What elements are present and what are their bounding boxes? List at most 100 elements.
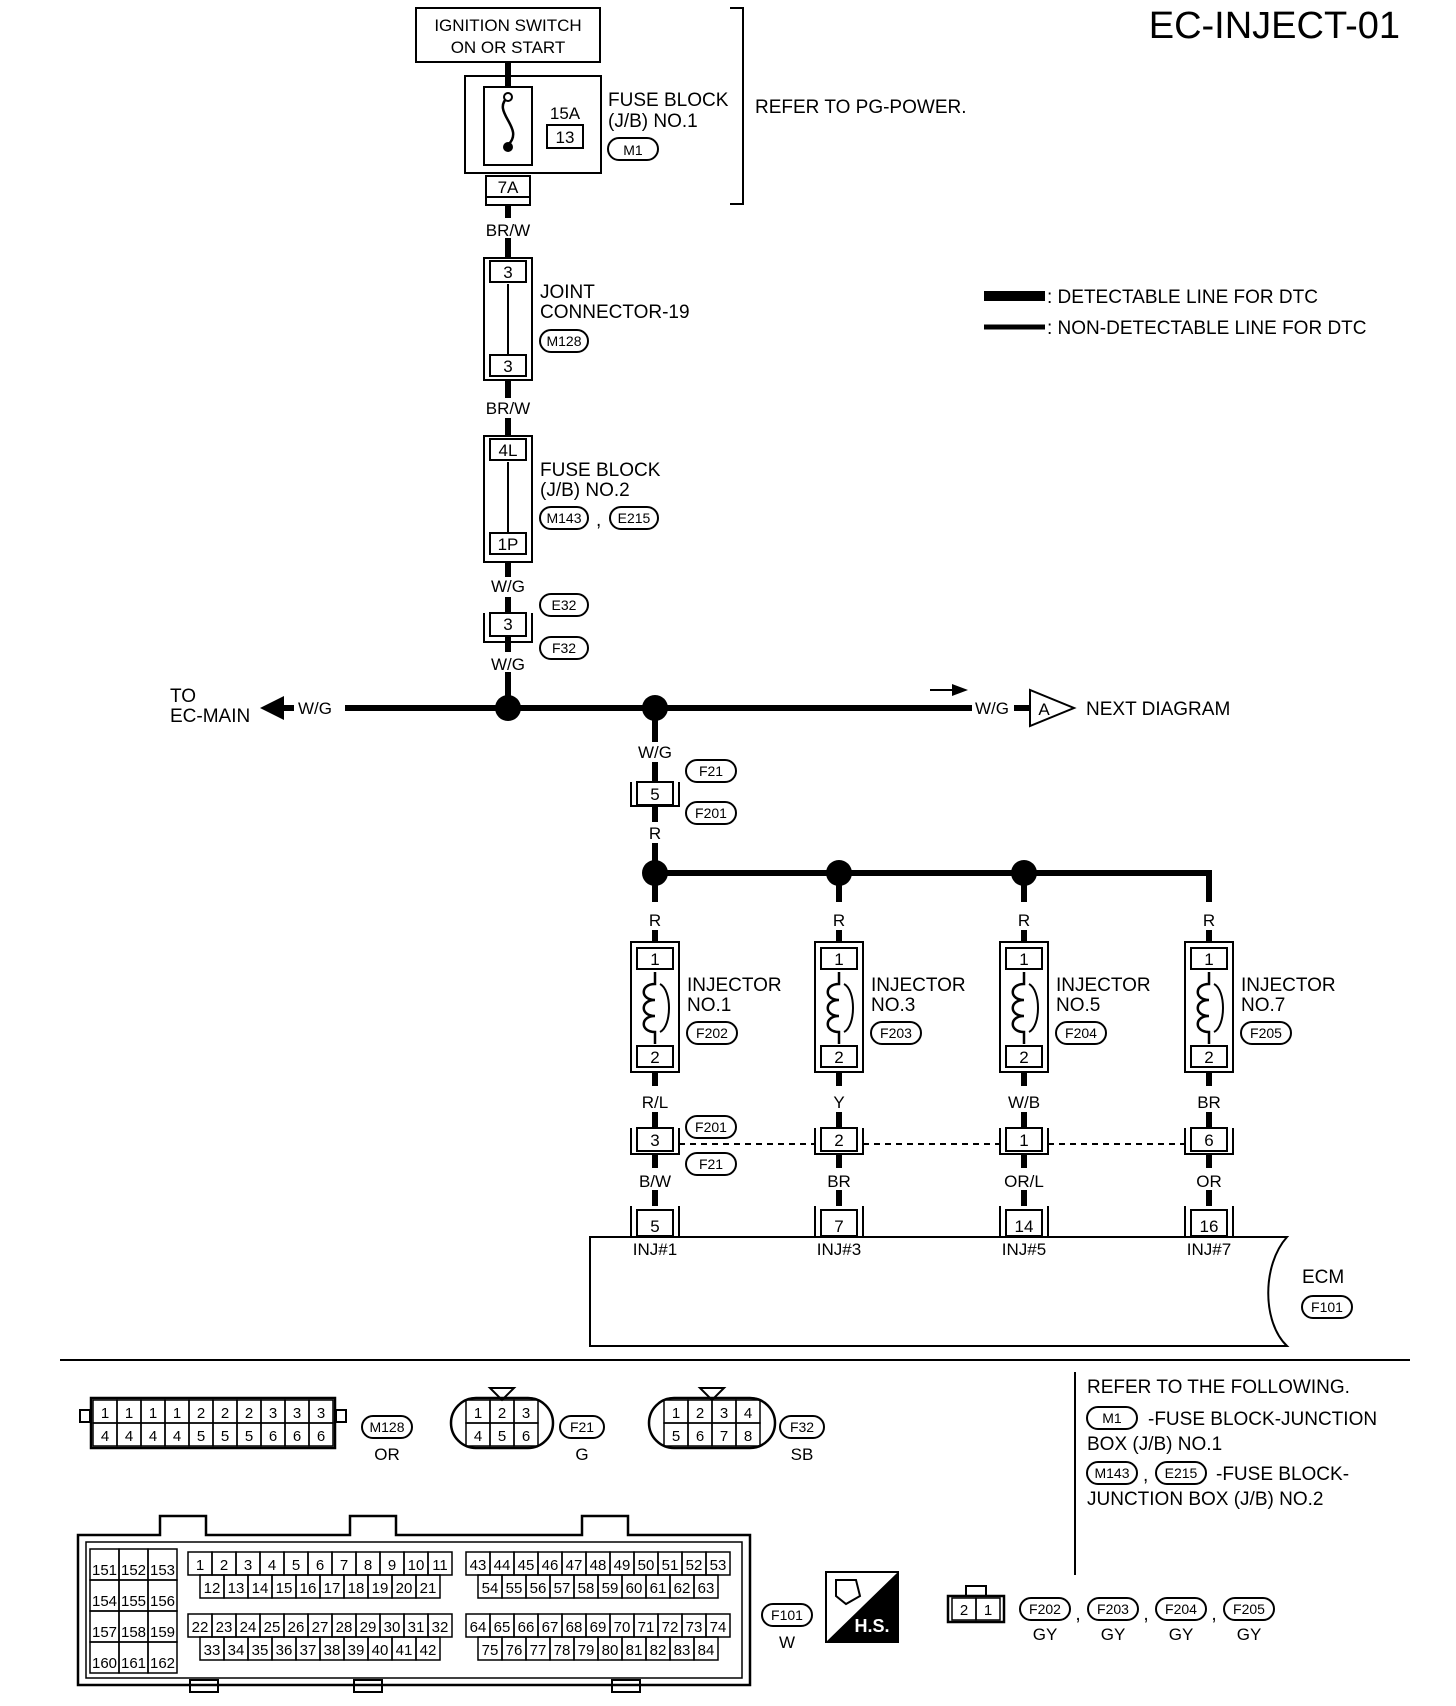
fuse-icon bbox=[501, 96, 515, 146]
f101-block-pin: 20 bbox=[396, 1580, 413, 1597]
inj-conn-tag-outline bbox=[1019, 1597, 1071, 1621]
f101-left-pin: 159 bbox=[150, 1624, 175, 1641]
inj-conn-tag-outline bbox=[1223, 1597, 1275, 1621]
f101-block-cell bbox=[415, 1574, 441, 1599]
f101-block-pin: 9 bbox=[388, 1557, 396, 1574]
f101-block-pin: 67 bbox=[542, 1619, 559, 1636]
fuse-terminal: 7A bbox=[498, 178, 519, 197]
wire-r-main: R bbox=[649, 824, 661, 843]
flow-arrow-icon bbox=[952, 684, 968, 696]
inj-conn-tag: F203 bbox=[1097, 1601, 1129, 1617]
fuse-block-2-connector-a: M143 bbox=[546, 510, 581, 526]
injector-label-2: NO.7 bbox=[1241, 995, 1285, 1016]
refer-m143-text-2: JUNCTION BOX (J/B) NO.2 bbox=[1087, 1489, 1323, 1510]
f101-tag: F101 bbox=[771, 1607, 803, 1623]
next-diagram-wire: W/G bbox=[975, 699, 1009, 718]
f101-block-pin: 36 bbox=[276, 1642, 293, 1659]
f21-pin: 5 bbox=[498, 1428, 506, 1445]
f101-block-pin: 22 bbox=[192, 1619, 209, 1636]
refer-following: REFER TO THE FOLLOWING. M1 -FUSE BLOCK-J… bbox=[1086, 1377, 1377, 1510]
f101-block-pin: 4 bbox=[268, 1557, 276, 1574]
f101-block-pin: 26 bbox=[288, 1619, 305, 1636]
f101-color: W bbox=[779, 1633, 795, 1652]
f21-cell bbox=[513, 1422, 539, 1447]
injector-connector: F204 bbox=[1065, 1025, 1097, 1041]
coil-icon bbox=[1011, 972, 1026, 1044]
f101-block-pin: 5 bbox=[292, 1557, 300, 1574]
fuse-block-1-label-1: FUSE BLOCK bbox=[608, 90, 729, 111]
e32-f32-terminal: 3 bbox=[503, 615, 512, 634]
f101-block-pin: 46 bbox=[542, 1557, 559, 1574]
injector-wire-ecm: OR/L bbox=[1004, 1172, 1044, 1191]
injector-label-1: INJECTOR bbox=[871, 975, 966, 996]
inj-conn-tag-outline bbox=[1155, 1597, 1207, 1621]
injector-connector: F202 bbox=[696, 1025, 728, 1041]
f101-block-pin: 21 bbox=[420, 1580, 437, 1597]
joint-label-1: JOINT bbox=[540, 282, 595, 303]
injector-wire-ecm: B/W bbox=[639, 1172, 671, 1191]
injector-pin-2: 2 bbox=[650, 1048, 659, 1067]
fuse-block-2-comma: , bbox=[596, 510, 601, 531]
ecm-box: ECM F101 bbox=[589, 1236, 1353, 1347]
injector-wire-ecm: BR bbox=[827, 1172, 851, 1191]
fuse-amperage: 15A bbox=[550, 104, 581, 123]
f101-body bbox=[76, 1514, 752, 1687]
f101-left-pin: 156 bbox=[150, 1593, 175, 1610]
ecm-terminal: 14 bbox=[1015, 1217, 1034, 1236]
f101-block-pin: 65 bbox=[494, 1619, 511, 1636]
f101-block-pin: 42 bbox=[420, 1642, 437, 1659]
connector-f21-f201: 5 F21 F201 R bbox=[630, 759, 737, 873]
f32-pin: 4 bbox=[744, 1405, 752, 1422]
f101-block-pin: 25 bbox=[264, 1619, 281, 1636]
f32-pin: 6 bbox=[696, 1428, 704, 1445]
f101-block-pin: 57 bbox=[554, 1580, 571, 1597]
injector-label-2: NO.1 bbox=[687, 995, 731, 1016]
f32-key-icon bbox=[697, 1387, 727, 1402]
injector-mid-terminal: 6 bbox=[1204, 1131, 1213, 1150]
connector-e32-f32: 3 E32 F32 bbox=[483, 593, 589, 660]
f101-block-pin: 73 bbox=[686, 1619, 703, 1636]
ecm-terminal: 7 bbox=[834, 1217, 843, 1236]
injector: R 1 2 INJECTOR NO.1 F202 R/L 3 B/W 5 bbox=[630, 873, 782, 1259]
inj-conn-tag: F202 bbox=[1029, 1601, 1061, 1617]
f101-block-pin: 83 bbox=[674, 1642, 691, 1659]
f101-left-pin: 154 bbox=[92, 1593, 117, 1610]
f101-block-pin: 48 bbox=[590, 1557, 607, 1574]
f101-block-pin: 72 bbox=[662, 1619, 679, 1636]
mid-connector-link: F201 F21 bbox=[679, 1115, 1185, 1176]
f101-block-pin: 24 bbox=[240, 1619, 257, 1636]
f32-pin: 2 bbox=[696, 1405, 704, 1422]
to-ec-main-1: TO bbox=[170, 686, 196, 707]
f21-tag-outline bbox=[559, 1415, 605, 1439]
injector-mid-terminal: 1 bbox=[1019, 1131, 1028, 1150]
f101-block-pin: 33 bbox=[204, 1642, 221, 1659]
f101-block-pin: 56 bbox=[530, 1580, 547, 1597]
f101-block-pin: 32 bbox=[432, 1619, 449, 1636]
ecm-terminal: 16 bbox=[1200, 1217, 1219, 1236]
f32-tag-outline bbox=[779, 1415, 825, 1439]
ecm-pin-label: INJ#5 bbox=[1002, 1240, 1046, 1259]
m128-pin: 5 bbox=[221, 1428, 229, 1445]
to-ec-main-2: EC-MAIN bbox=[170, 706, 250, 727]
hand-icon bbox=[835, 1579, 862, 1606]
inj-conn-tag-outline bbox=[1087, 1597, 1139, 1621]
refer-m143-text-1: -FUSE BLOCK- bbox=[1216, 1464, 1349, 1485]
coil-icon bbox=[1196, 972, 1211, 1044]
f32-pin: 3 bbox=[720, 1405, 728, 1422]
fuse-block-2-label-2: (J/B) NO.2 bbox=[540, 480, 630, 501]
f101-block-pin: 35 bbox=[252, 1642, 269, 1659]
fuse-block-2-label-1: FUSE BLOCK bbox=[540, 460, 661, 481]
m128-pin: 1 bbox=[125, 1405, 133, 1422]
f32-tag: F32 bbox=[552, 640, 576, 656]
f101-block-pin: 78 bbox=[554, 1642, 571, 1659]
injector-pin-1: 1 bbox=[834, 950, 843, 969]
refer-comma: , bbox=[1143, 1465, 1148, 1486]
f101-block-pin: 60 bbox=[626, 1580, 643, 1597]
injector-pin-1: 1 bbox=[1019, 950, 1028, 969]
f101-block-pin: 12 bbox=[204, 1580, 221, 1597]
f21-key-icon bbox=[487, 1387, 517, 1402]
f101-block-pin: 13 bbox=[228, 1580, 245, 1597]
